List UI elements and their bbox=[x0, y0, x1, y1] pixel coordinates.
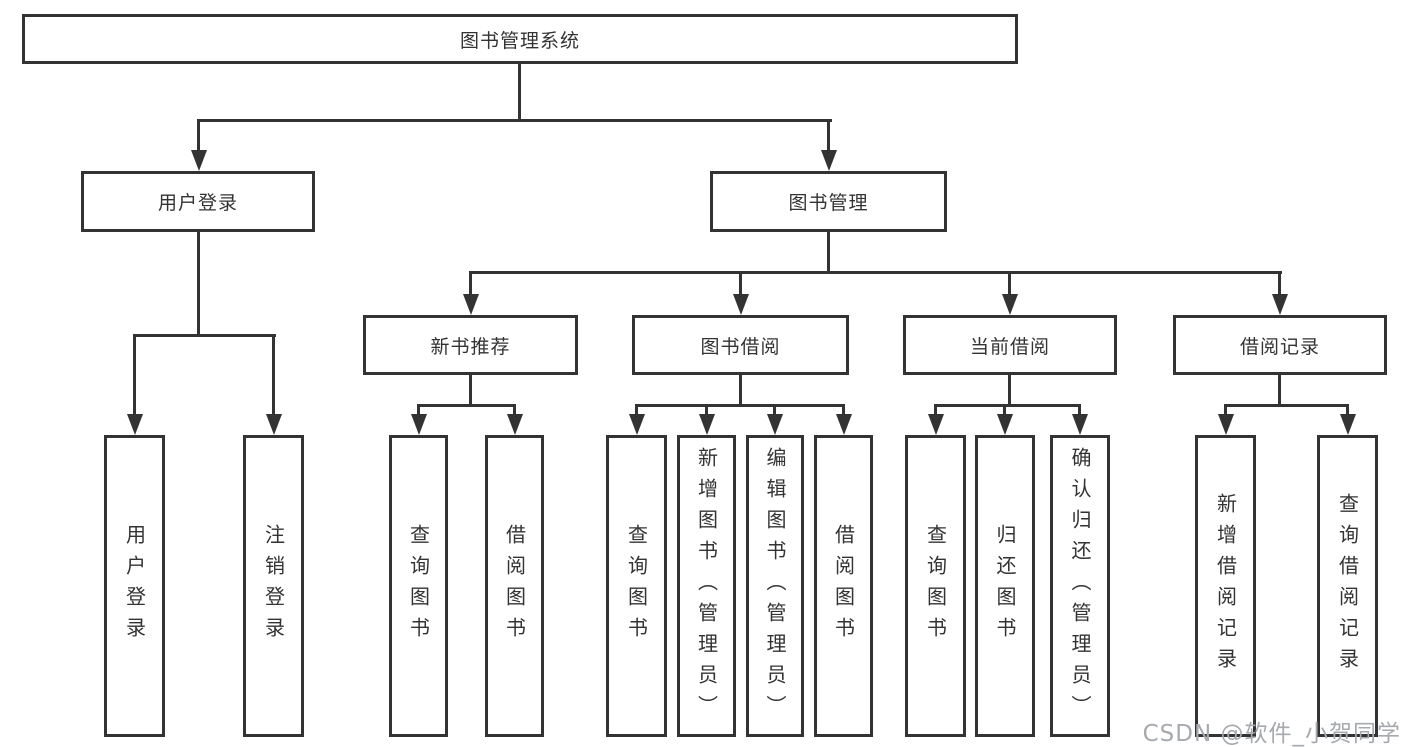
connector-new-book-stem bbox=[469, 375, 472, 406]
arrow-to-leaf-query-books-3 bbox=[927, 404, 944, 435]
connector-book-management-stem bbox=[827, 232, 830, 273]
arrow-to-leaf-borrow-books-2 bbox=[835, 404, 852, 435]
connector-borrowing-records-stem bbox=[1278, 375, 1281, 406]
leaf-label: 新增借阅记录 bbox=[1213, 493, 1238, 679]
connector-user-login-rail bbox=[133, 334, 276, 337]
leaf-label: 查询借阅记录 bbox=[1335, 493, 1360, 679]
node-book-borrowing: 图书借阅 bbox=[632, 315, 849, 375]
arrow-to-leaf-return-books bbox=[996, 404, 1013, 435]
arrow-to-new-book-recommend bbox=[462, 271, 479, 315]
leaf-label: 借阅图书 bbox=[502, 524, 527, 648]
arrow-to-book-management bbox=[820, 119, 837, 171]
node-book-management: 图书管理 bbox=[710, 171, 947, 232]
leaf-label: 查询图书 bbox=[406, 524, 431, 648]
leaf-label: 新增图书（管理员） bbox=[694, 446, 719, 726]
connector-book-borrowing-stem bbox=[739, 375, 742, 406]
node-borrowing-records: 借阅记录 bbox=[1173, 315, 1387, 375]
leaf-label: 归还图书 bbox=[993, 524, 1017, 648]
connector-root-rail bbox=[197, 119, 832, 122]
arrow-to-current-borrowing bbox=[1001, 271, 1018, 315]
leaf-borrow-books-2: 借阅图书 bbox=[814, 435, 873, 737]
arrow-to-leaf-edit-books bbox=[766, 404, 783, 435]
leaf-add-borrow-record: 新增借阅记录 bbox=[1195, 435, 1256, 737]
csdn-watermark: CSDN @软件_小贺同学 bbox=[1142, 721, 1401, 747]
connector-current-borrowing-stem bbox=[1008, 375, 1011, 406]
connector-book-borrowing-rail bbox=[635, 404, 845, 407]
leaf-borrow-books-1: 借阅图书 bbox=[485, 435, 544, 737]
leaf-return-books: 归还图书 bbox=[975, 435, 1035, 737]
leaf-label: 注销登录 bbox=[261, 524, 286, 648]
leaf-user-login: 用户登录 bbox=[104, 435, 165, 737]
arrow-to-book-borrowing bbox=[732, 271, 749, 315]
leaf-label: 编辑图书（管理员） bbox=[763, 446, 787, 726]
node-current-borrowing: 当前借阅 bbox=[903, 315, 1117, 375]
leaf-label: 用户登录 bbox=[122, 524, 147, 648]
connector-root-stem bbox=[518, 64, 521, 120]
connector-borrowing-records-rail bbox=[1224, 404, 1349, 407]
connector-user-login-stem bbox=[197, 232, 200, 336]
leaf-query-books-2: 查询图书 bbox=[606, 435, 667, 737]
arrow-to-user-login bbox=[190, 119, 207, 171]
node-user-login: 用户登录 bbox=[81, 171, 315, 232]
node-new-book-recommend: 新书推荐 bbox=[363, 315, 578, 375]
arrow-to-leaf-logout bbox=[265, 334, 282, 435]
arrow-to-borrowing-records bbox=[1271, 271, 1288, 315]
arrow-to-leaf-query-books-1 bbox=[410, 404, 427, 435]
leaf-label: 确认归还（管理员） bbox=[1068, 446, 1092, 726]
connector-current-borrowing-rail bbox=[934, 404, 1081, 407]
connector-new-book-rail bbox=[417, 404, 516, 407]
arrow-to-leaf-confirm-return bbox=[1071, 404, 1088, 435]
leaf-query-books-1: 查询图书 bbox=[389, 435, 448, 737]
leaf-add-books-admin: 新增图书（管理员） bbox=[677, 435, 736, 737]
leaf-edit-books-admin: 编辑图书（管理员） bbox=[746, 435, 804, 737]
connector-book-management-rail bbox=[469, 271, 1282, 274]
node-library-system: 图书管理系统 bbox=[22, 14, 1018, 64]
leaf-query-borrow-record: 查询借阅记录 bbox=[1317, 435, 1378, 737]
arrow-to-leaf-query-books-2 bbox=[628, 404, 645, 435]
leaf-confirm-return-admin: 确认归还（管理员） bbox=[1050, 435, 1110, 737]
leaf-logout: 注销登录 bbox=[243, 435, 304, 737]
arrow-to-leaf-add-record bbox=[1217, 404, 1234, 435]
leaf-query-books-3: 查询图书 bbox=[905, 435, 966, 737]
arrow-to-leaf-add-books bbox=[698, 404, 715, 435]
leaf-label: 查询图书 bbox=[923, 524, 948, 648]
arrow-to-leaf-query-record bbox=[1339, 404, 1356, 435]
leaf-label: 查询图书 bbox=[624, 524, 649, 648]
arrow-to-leaf-user-login bbox=[126, 334, 143, 435]
arrow-to-leaf-borrow-books-1 bbox=[506, 404, 523, 435]
leaf-label: 借阅图书 bbox=[831, 524, 856, 648]
